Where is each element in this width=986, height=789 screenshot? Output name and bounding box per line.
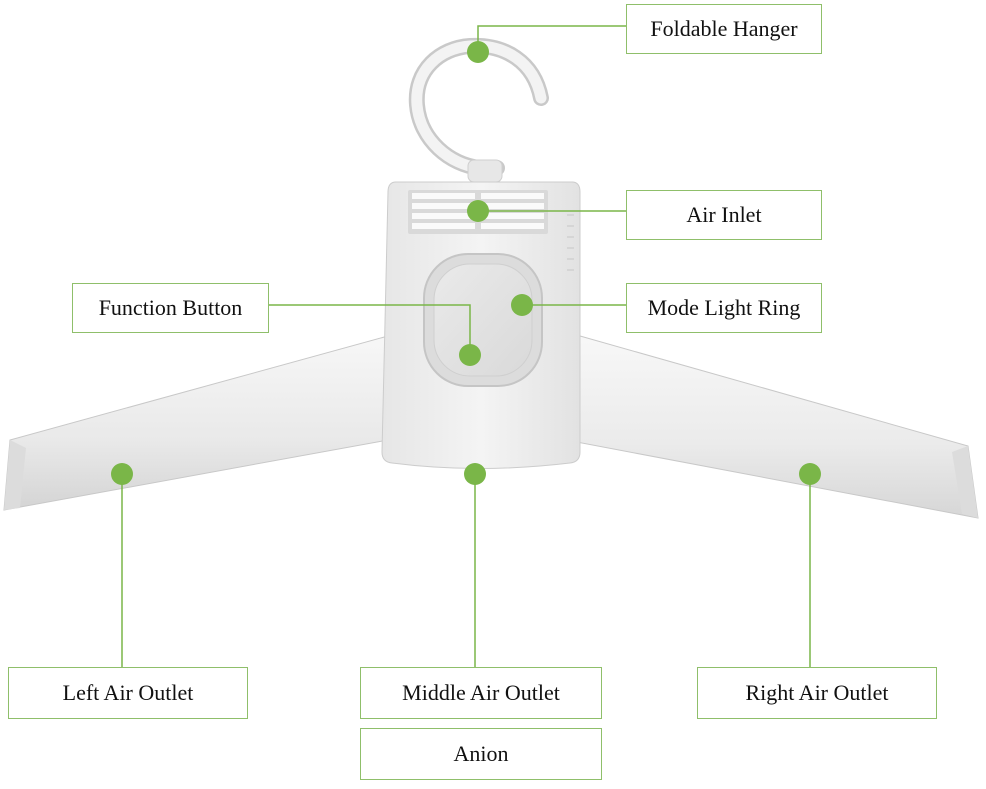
marker-left — [111, 463, 133, 485]
label-right-air-outlet: Right Air Outlet — [697, 667, 937, 719]
marker-function — [459, 344, 481, 366]
label-middle-air-outlet: Middle Air Outlet — [360, 667, 602, 719]
label-mode-light-ring: Mode Light Ring — [626, 283, 822, 333]
marker-foldable — [467, 41, 489, 63]
leader-function — [269, 304, 471, 355]
marker-mode — [511, 294, 533, 316]
label-foldable-hanger: Foldable Hanger — [626, 4, 822, 54]
marker-middle — [464, 463, 486, 485]
marker-right — [799, 463, 821, 485]
label-function-button: Function Button — [72, 283, 269, 333]
marker-inlet — [467, 200, 489, 222]
label-left-air-outlet: Left Air Outlet — [8, 667, 248, 719]
label-anion: Anion — [360, 728, 602, 780]
left-arm — [3, 335, 389, 511]
label-air-inlet: Air Inlet — [626, 190, 822, 240]
function-button-shape — [433, 263, 533, 377]
right-arm — [565, 331, 979, 519]
